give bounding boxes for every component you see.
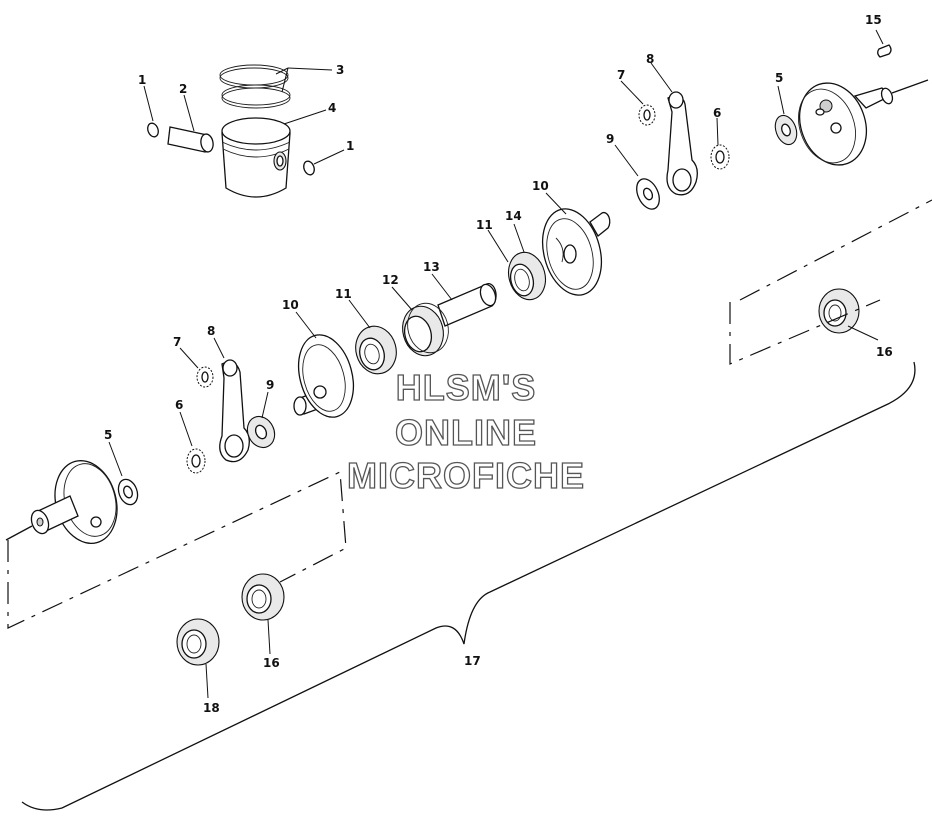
watermark-line-3: MICROFICHE [347,455,585,496]
callout-16a: 16 [876,345,893,359]
callouts: 1 2 3 4 1 15 8 7 5 6 9 10 14 11 13 12 11… [104,13,893,715]
callout-18: 18 [203,701,220,715]
callout-15: 15 [865,13,882,27]
left-crank-half[interactable] [5,454,126,551]
callout-13: 13 [423,260,440,274]
watermark-line-1: HLSM'S [396,367,537,408]
callout-5b: 5 [104,428,112,442]
piston-pin[interactable] [167,126,214,153]
callout-9b: 9 [266,378,274,392]
big-end-bearing-left[interactable] [186,448,206,474]
callout-2: 2 [179,82,187,96]
connecting-rod-right[interactable] [666,91,698,196]
callout-6b: 6 [175,398,183,412]
callout-11a: 11 [476,218,493,232]
callout-16b: 16 [263,656,280,670]
callout-7a: 7 [617,68,625,82]
crank-thrust-washer-right[interactable] [771,112,800,147]
callout-12: 12 [382,273,399,287]
center-crank-wheel-right[interactable] [534,202,611,301]
callout-14: 14 [505,209,522,223]
watermark-line-2: ONLINE [395,412,537,453]
callout-7b: 7 [173,335,181,349]
callout-1b: 1 [346,139,354,153]
rod-thrust-washer-right[interactable] [632,175,664,212]
alignment-lines [7,199,932,629]
callout-8a: 8 [646,52,654,66]
small-end-bearing-right[interactable] [638,104,656,126]
center-crank-wheel-left[interactable] [290,329,362,424]
small-end-bearing-left[interactable] [196,366,214,388]
leader-lines [108,29,884,699]
callout-9a: 9 [606,132,614,146]
big-end-bearing-right[interactable] [710,144,730,170]
oil-seal-center-right[interactable] [503,248,550,304]
right-crank-half[interactable] [789,74,929,175]
oil-seal-right-end[interactable] [818,288,860,334]
callout-17: 17 [464,654,481,668]
oil-seal-pto[interactable] [176,618,220,666]
assembly-bracket [21,361,916,811]
watermark: HLSM'S ONLINE MICROFICHE [346,366,585,496]
crank-thrust-washer-left[interactable] [115,477,141,508]
callout-3: 3 [336,63,344,77]
main-bearing-center[interactable] [350,322,401,379]
callout-10b: 10 [282,298,299,312]
labyrinth-seal[interactable] [397,299,454,361]
callout-6a: 6 [713,106,721,120]
callout-4: 4 [328,101,336,115]
rod-thrust-washer-left[interactable] [242,412,279,452]
callout-8b: 8 [207,324,215,338]
center-shaft[interactable] [437,282,498,327]
piston-pin-circlip-left[interactable] [146,122,160,139]
callout-1a: 1 [138,73,146,87]
callout-11b: 11 [335,287,352,301]
piston[interactable] [221,117,291,198]
woodruff-key[interactable] [877,44,892,58]
piston-rings[interactable] [219,64,291,109]
piston-pin-circlip-right[interactable] [302,160,316,177]
connecting-rod-left[interactable] [219,359,250,463]
oil-seal-left-end[interactable] [241,573,285,621]
callout-10a: 10 [532,179,549,193]
callout-5a: 5 [775,71,783,85]
